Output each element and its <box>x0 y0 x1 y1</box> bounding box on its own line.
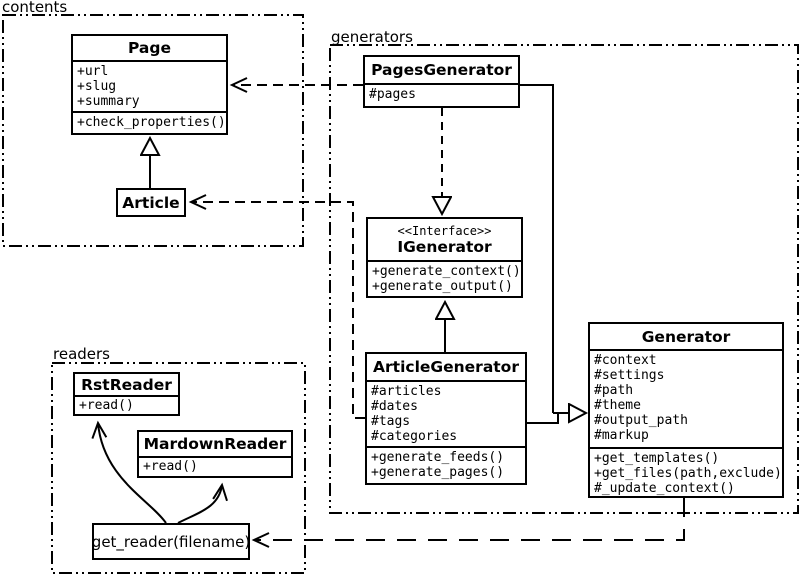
class-pagesgenerator: PagesGenerator #pages <box>363 55 520 108</box>
class-pagesgenerator-attributes: #pages <box>365 83 518 106</box>
class-markdownreader-title: MardownReader <box>143 435 287 453</box>
class-page-methods: +check_properties() <box>73 111 226 133</box>
class-rstreader: RstReader +read() <box>73 372 180 416</box>
class-articlegenerator: ArticleGenerator #articles #dates #tags … <box>365 352 527 485</box>
attribute: #theme <box>594 398 641 413</box>
package-border-readers <box>51 362 306 574</box>
class-articlegenerator-title: ArticleGenerator <box>373 358 519 376</box>
class-igenerator-header: <<Interface>> IGenerator <box>368 219 521 260</box>
class-markdownreader: MardownReader +read() <box>137 430 293 478</box>
method: +check_properties() <box>77 115 226 130</box>
method: #_update_context() <box>594 481 735 496</box>
attribute: #dates <box>371 399 418 414</box>
attribute: #context <box>594 353 657 368</box>
attribute: #articles <box>371 384 442 399</box>
method: +generate_output() <box>372 279 513 294</box>
arrow-getreader-to-markdownreader <box>177 482 228 524</box>
method: +generate_context() <box>372 264 521 279</box>
attribute: #categories <box>371 429 458 444</box>
class-page-attributes: +url +slug +summary <box>73 60 226 111</box>
class-igenerator-methods: +generate_context() +generate_output() <box>368 260 521 296</box>
attribute: #settings <box>594 368 665 383</box>
generalization-articlegenerator-branch <box>527 413 559 424</box>
class-generator-title: Generator <box>641 327 731 346</box>
class-articlegenerator-methods: +generate_feeds() +generate_pages() <box>367 446 525 483</box>
attribute: #pages <box>369 87 416 102</box>
class-article-title: Article <box>122 193 180 212</box>
class-igenerator-stereotype: <<Interface>> <box>397 223 492 238</box>
attribute: #tags <box>371 414 411 429</box>
attribute: +url <box>77 64 109 79</box>
attribute: #output_path <box>594 413 688 428</box>
class-generator-methods: +get_templates() +get_files(path,exclude… <box>590 447 782 496</box>
class-igenerator-title: IGenerator <box>397 237 492 256</box>
class-generator-attributes: #context #settings #path #theme #output_… <box>590 349 782 447</box>
package-border-contents <box>2 14 304 247</box>
class-markdownreader-methods: +read() <box>139 456 291 476</box>
attribute: #path <box>594 383 634 398</box>
method: +generate_pages() <box>371 465 505 480</box>
method: +read() <box>79 398 134 413</box>
method: +read() <box>143 459 198 474</box>
class-rstreader-title: RstReader <box>81 375 172 394</box>
class-rstreader-methods: +read() <box>75 395 178 414</box>
class-igenerator: <<Interface>> IGenerator +generate_conte… <box>366 217 523 298</box>
attribute: +slug <box>77 79 117 94</box>
generalization-pagesgenerator-branch <box>520 84 554 413</box>
package-label-contents: contents <box>2 0 68 16</box>
class-page-title: Page <box>127 39 171 57</box>
method: +get_templates() <box>594 451 720 466</box>
dependency-generator-to-getreader <box>251 498 685 548</box>
attribute: +summary <box>77 94 140 109</box>
package-label-readers: readers <box>53 345 110 363</box>
dependency-articlegenerator-to-article <box>188 194 365 419</box>
method: +generate_feeds() <box>371 450 505 465</box>
function-get-reader: get_reader(filename) <box>92 523 250 560</box>
method: +get_files(path,exclude) <box>594 466 782 481</box>
arrow-getreader-to-rstreader <box>91 420 167 524</box>
class-page: Page +url +slug +summary +check_properti… <box>71 34 228 135</box>
class-generator: Generator #context #settings #path #them… <box>588 322 784 498</box>
class-pagesgenerator-title: PagesGenerator <box>371 61 512 79</box>
attribute: #markup <box>594 428 649 443</box>
package-border-generators <box>329 44 799 514</box>
class-articlegenerator-attributes: #articles #dates #tags #categories <box>367 380 525 446</box>
class-article: Article <box>116 188 186 217</box>
package-label-generators: generators <box>331 28 413 46</box>
